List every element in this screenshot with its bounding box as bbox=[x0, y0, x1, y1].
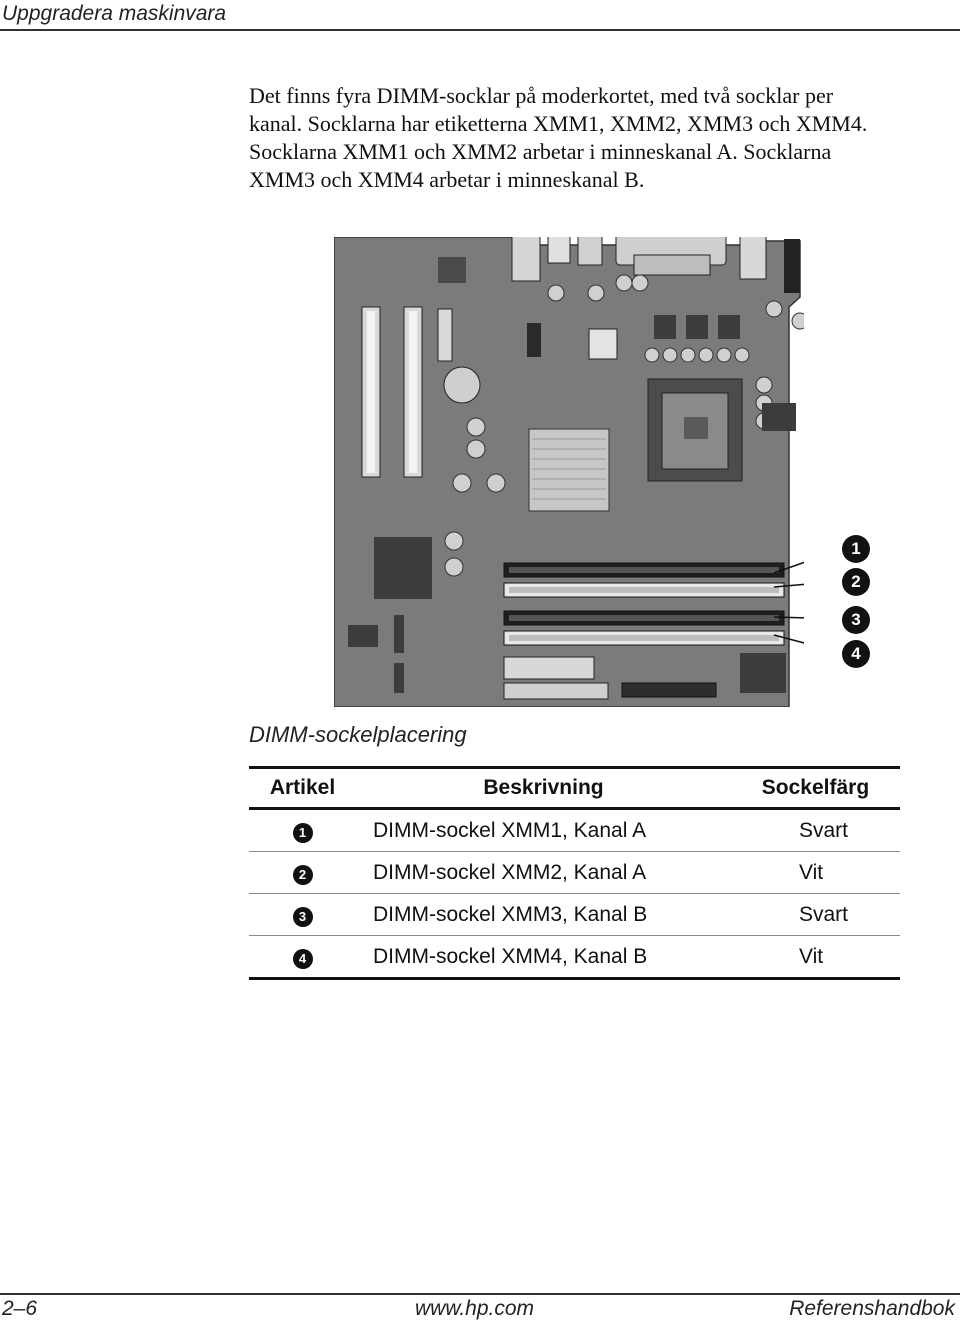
color-cell: Svart bbox=[731, 808, 900, 852]
callout-3: 3 bbox=[842, 606, 870, 634]
intro-line: Det finns fyra DIMM-socklar på moderkort… bbox=[249, 83, 834, 108]
figure-caption: DIMM-sockelplacering bbox=[249, 722, 467, 747]
header-title: Uppgradera maskinvara bbox=[2, 2, 227, 25]
item-number: 2 bbox=[292, 864, 313, 885]
item-number: 4 bbox=[292, 948, 313, 969]
footer-url[interactable]: www.hp.com bbox=[415, 1297, 535, 1320]
column-header-description: Beskrivning bbox=[356, 766, 731, 810]
callout-1: 1 bbox=[842, 535, 870, 563]
column-header-item: Artikel bbox=[249, 766, 356, 810]
motherboard-illustration bbox=[333, 224, 843, 708]
color-cell: Vit bbox=[731, 851, 900, 894]
description-cell: DIMM-sockel XMM2, Kanal A bbox=[356, 851, 731, 894]
intro-line: kanal. Socklarna har etiketterna XMM1, X… bbox=[249, 111, 868, 136]
table-header-row: Artikel Beskrivning Sockelfärg bbox=[249, 766, 900, 810]
table-row: 2 DIMM-sockel XMM2, Kanal A Vit bbox=[249, 851, 900, 894]
callout-2: 2 bbox=[842, 568, 870, 596]
color-cell: Vit bbox=[731, 935, 900, 980]
dimm-table: Artikel Beskrivning Sockelfärg 1 DIMM-so… bbox=[249, 766, 900, 980]
book-title: Referenshandbok bbox=[789, 1297, 955, 1320]
item-number: 1 bbox=[292, 822, 313, 843]
page-header: Uppgradera maskinvara bbox=[2, 2, 954, 26]
table-row: 1 DIMM-sockel XMM1, Kanal A Svart bbox=[249, 808, 900, 852]
page-number: 2–6 bbox=[2, 1297, 38, 1320]
motherboard-figure bbox=[333, 224, 843, 708]
description-cell: DIMM-sockel XMM3, Kanal B bbox=[356, 893, 731, 936]
callout-4: 4 bbox=[842, 640, 870, 668]
description-cell: DIMM-sockel XMM4, Kanal B bbox=[356, 935, 731, 980]
description-cell: DIMM-sockel XMM1, Kanal A bbox=[356, 808, 731, 852]
intro-line: XMM3 och XMM4 arbetar i minneskanal B. bbox=[249, 167, 645, 192]
table-row: 3 DIMM-sockel XMM3, Kanal B Svart bbox=[249, 893, 900, 936]
footer-rule bbox=[0, 1293, 960, 1295]
color-cell: Svart bbox=[731, 893, 900, 936]
intro-line: Socklarna XMM1 och XMM2 arbetar i minnes… bbox=[249, 139, 832, 164]
table-row: 4 DIMM-sockel XMM4, Kanal B Vit bbox=[249, 935, 900, 980]
column-header-color: Sockelfärg bbox=[731, 766, 900, 810]
intro-paragraph: Det finns fyra DIMM-socklar på moderkort… bbox=[249, 82, 939, 194]
item-number: 3 bbox=[292, 906, 313, 927]
dimm-slots bbox=[503, 562, 785, 646]
header-rule bbox=[0, 29, 960, 31]
